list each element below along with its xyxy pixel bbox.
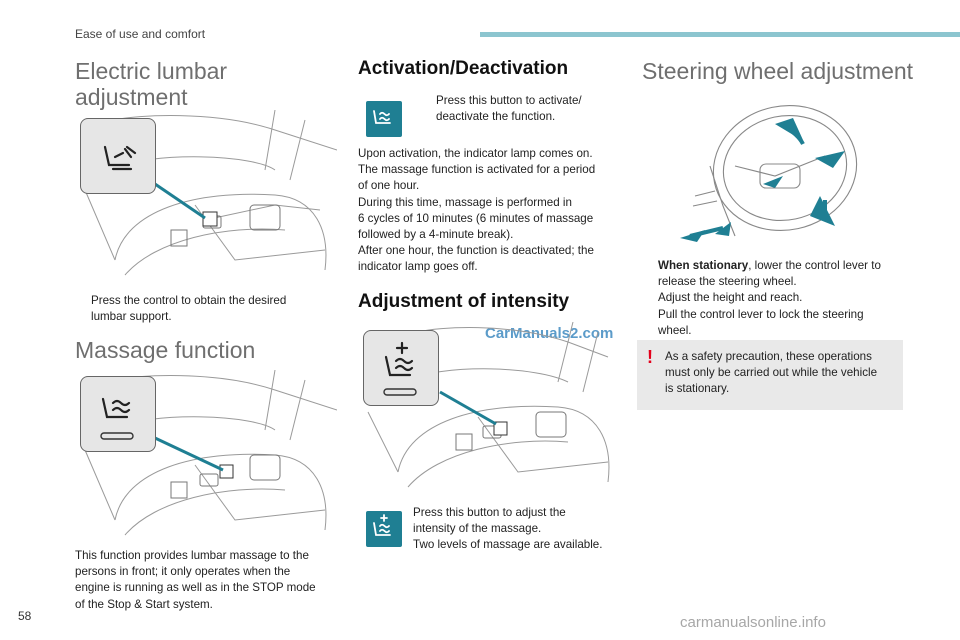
massage-description: This function provides lumbar massage to… <box>75 549 316 611</box>
lumbar-seat-icon <box>103 145 137 171</box>
steering-steps: When stationary, lower the control lever… <box>658 259 881 337</box>
intensity-control-callout <box>363 330 439 406</box>
massage-control-callout <box>80 376 156 452</box>
steering-title: Steering wheel adjustment <box>642 58 914 84</box>
lumbar-title: Electric lumbar adjustment <box>75 58 228 110</box>
section-header: Ease of use and comfort <box>75 27 206 41</box>
massage-title: Massage function <box>75 337 256 363</box>
activation-title: Activation/Deactivation <box>358 58 569 79</box>
lumbar-control-callout <box>80 118 156 194</box>
warning-text: As a safety precaution, these operations… <box>665 350 878 396</box>
massage-icon <box>373 110 391 124</box>
watermark: CarManuals2.com <box>485 325 614 342</box>
header-bar <box>480 32 960 37</box>
warning-icon: ! <box>647 347 653 367</box>
intensity-description: Press this button to adjust the intensit… <box>413 506 603 552</box>
massage-icon <box>100 397 134 440</box>
activation-instruction: Press this button to activate/ deactivat… <box>436 94 582 124</box>
massage-intensity-icon <box>373 514 391 536</box>
safety-warning-box: ! As a safety precaution, these operatio… <box>637 340 903 410</box>
massage-intensity-icon <box>383 341 417 396</box>
footer-watermark: carmanualsonline.info <box>680 614 826 631</box>
activation-description: Upon activation, the indicator lamp come… <box>358 147 596 274</box>
intensity-button-icon-teal <box>366 511 402 547</box>
lumbar-seat-illustration <box>84 110 337 276</box>
intensity-title: Adjustment of intensity <box>358 291 570 312</box>
massage-button-icon-teal <box>366 101 402 137</box>
lumbar-instruction: Press the control to obtain the desired … <box>91 294 287 324</box>
page-number: 58 <box>18 609 32 623</box>
steering-wheel-illustration <box>680 104 858 242</box>
